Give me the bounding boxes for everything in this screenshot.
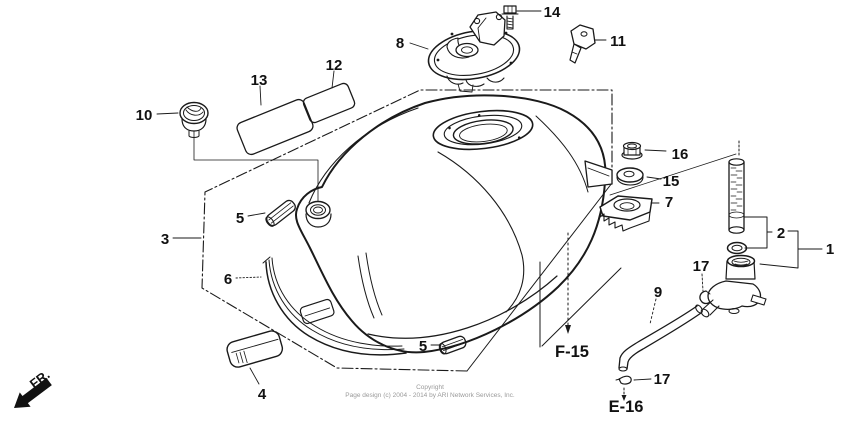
part-label-12[interactable]: 12 bbox=[326, 57, 343, 74]
cross-reference-labels: F-15 E-16 bbox=[555, 343, 643, 416]
assembly-boundary-box bbox=[201, 89, 613, 372]
fr-direction-label: FR. bbox=[27, 367, 53, 392]
nut-drawing bbox=[621, 141, 643, 160]
part-label-10[interactable]: 10 bbox=[136, 107, 153, 124]
part-label-2[interactable]: 2 bbox=[777, 225, 785, 242]
part-label-5-front[interactable]: 5 bbox=[236, 210, 244, 227]
part-label-15[interactable]: 15 bbox=[663, 173, 680, 190]
front-pocket bbox=[299, 298, 335, 325]
fuel-strainer-tube-drawing bbox=[609, 140, 745, 234]
rear-mount-tab bbox=[584, 160, 613, 188]
fr-arrow-shape bbox=[14, 377, 52, 408]
mount-rubber-drawing bbox=[599, 195, 653, 232]
part-label-17-upper[interactable]: 17 bbox=[693, 258, 710, 275]
sticker-12-drawing bbox=[302, 82, 356, 124]
fuel-valve-petcock-drawing bbox=[700, 254, 767, 318]
sticker-13-drawing bbox=[236, 98, 314, 156]
e16-arrow bbox=[621, 387, 627, 401]
part-label-6[interactable]: 6 bbox=[224, 271, 232, 288]
part-label-4[interactable]: 4 bbox=[258, 386, 267, 403]
copyright-notice: Copyright Page design (c) 2004 - 2014 by… bbox=[345, 384, 515, 399]
part-label-1[interactable]: 1 bbox=[826, 241, 834, 258]
washer-drawing bbox=[616, 167, 644, 186]
part-label-17-lower[interactable]: 17 bbox=[654, 371, 671, 388]
part-label-14[interactable]: 14 bbox=[544, 4, 561, 21]
fuel-cap-drawing bbox=[427, 11, 521, 93]
part-number-labels: 8 14 11 13 12 10 5 3 6 4 5 9 16 15 7 2 1… bbox=[136, 4, 835, 403]
ref-label-e16[interactable]: E-16 bbox=[609, 398, 644, 416]
clip-17-upper-drawing bbox=[699, 290, 711, 305]
fuel-tank-drawing bbox=[295, 94, 613, 354]
fuel-hose-drawing bbox=[618, 304, 703, 372]
leader-lines bbox=[156, 10, 704, 385]
part-label-11[interactable]: 11 bbox=[610, 33, 626, 50]
part-label-5-bottom[interactable]: 5 bbox=[419, 338, 427, 355]
part-label-16[interactable]: 16 bbox=[672, 146, 689, 163]
part-label-13[interactable]: 13 bbox=[251, 72, 268, 89]
front-mount-boss bbox=[305, 200, 332, 228]
key-drawing bbox=[569, 24, 596, 64]
fuel-filler-opening bbox=[432, 109, 534, 151]
part-label-8[interactable]: 8 bbox=[396, 35, 404, 52]
cap-bolt-drawing bbox=[501, 5, 519, 30]
part-label-3[interactable]: 3 bbox=[161, 231, 169, 248]
fr-direction-arrow: FR. bbox=[14, 367, 53, 408]
clip-17-lower-drawing bbox=[615, 375, 632, 385]
trim-strip-drawing bbox=[262, 256, 407, 356]
copyright-line-2: Page design (c) 2004 - 2014 by ARI Netwo… bbox=[345, 392, 515, 399]
cushion-5-front-drawing bbox=[265, 199, 296, 227]
part-label-9[interactable]: 9 bbox=[654, 284, 662, 301]
cushion-5-bottom-drawing bbox=[438, 335, 467, 355]
copyright-line-1: Copyright bbox=[416, 384, 444, 391]
f15-arrowhead bbox=[565, 325, 571, 334]
cushion-4-drawing bbox=[226, 330, 284, 368]
o-ring-drawing bbox=[726, 241, 748, 255]
bracket-lines bbox=[743, 216, 823, 269]
part-label-7[interactable]: 7 bbox=[665, 194, 673, 211]
ref-label-f15[interactable]: F-15 bbox=[555, 343, 589, 361]
f15-pointer bbox=[539, 232, 622, 348]
